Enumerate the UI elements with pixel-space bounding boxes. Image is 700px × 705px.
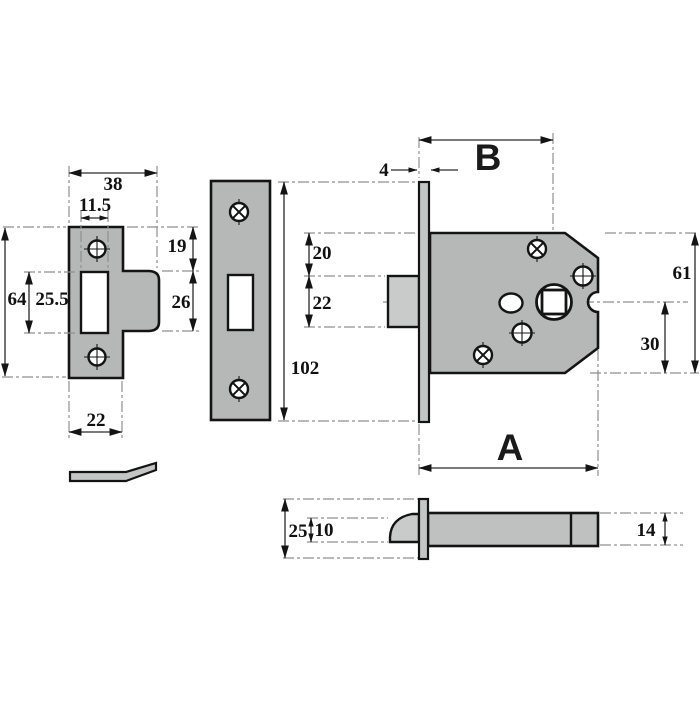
dim-label: 19	[168, 236, 187, 257]
screw-head-symbol	[228, 376, 250, 402]
dim-case-height: 61	[590, 232, 699, 374]
dim-strike-lip-offset: 19	[127, 226, 199, 272]
dim-label: 30	[641, 334, 660, 355]
dim-bolt-height: 22	[304, 275, 385, 328]
extension-line	[80, 211, 109, 270]
dim-case-depth: A	[418, 350, 599, 476]
dim-label: 64	[8, 289, 28, 310]
dim-strike-height: 64	[1, 226, 66, 378]
dim-strike-lip-height: 26	[162, 270, 199, 332]
extension-line	[24, 271, 78, 334]
dim-label: 25.5	[35, 289, 68, 310]
fixing-hole-symbol	[509, 320, 535, 346]
dim-spindle-to-bottom: 30	[641, 301, 669, 374]
extension-line	[278, 181, 419, 422]
extension-line	[2, 226, 66, 378]
faceplate-front-view: 102	[209, 179, 419, 422]
faceplate-cutout	[226, 273, 255, 332]
dim-label: 38	[104, 174, 123, 195]
lock-case-side	[426, 511, 600, 548]
strike-plate-slot	[79, 270, 110, 335]
dim-label: 22	[313, 293, 332, 314]
strike-plate-side-outline	[68, 461, 158, 483]
dim-backset: B	[418, 136, 554, 178]
dim-label: A	[497, 427, 524, 468]
dim-side-plate-height: 25	[281, 498, 308, 559]
dim-label: 14	[637, 520, 657, 541]
lock-case-plan-view: B 4 20 22 61 30 A	[304, 133, 699, 476]
screw-head-symbol	[228, 199, 250, 225]
fixing-hole-symbol	[570, 263, 596, 289]
strike-plate-outline	[67, 225, 161, 380]
latch-bolt-side-view: 25 10 14	[281, 497, 683, 561]
dim-label: 26	[172, 292, 191, 313]
extension-line	[283, 498, 683, 559]
spindle-square-hole	[540, 288, 568, 316]
extension-line	[590, 232, 699, 374]
strike-plate-front-view: 38 11.5 64 25.5 19 26	[1, 166, 199, 438]
dim-strike-bottom-width: 22	[68, 381, 123, 438]
dim-faceplate-height: 102	[278, 181, 419, 422]
screw-hole-symbol	[84, 344, 110, 370]
dim-label: 22	[87, 410, 106, 431]
strike-plate-side-view	[68, 461, 158, 483]
dim-label: 20	[313, 243, 332, 264]
dim-strike-width: 38	[68, 166, 158, 268]
dim-case-thickness: 14	[637, 512, 668, 546]
latch-bolt-head-side	[388, 512, 421, 544]
dim-top-to-bolt: 20	[304, 232, 417, 277]
dim-label: 102	[291, 358, 320, 379]
screw-head-symbol	[526, 236, 548, 262]
dim-label: 25	[289, 521, 308, 542]
dim-bolt-thickness: 10	[308, 517, 334, 543]
dim-strike-slot-width: 11.5	[79, 195, 111, 270]
dim-faceplate-thickness: 4	[379, 160, 458, 181]
dim-label: 10	[315, 520, 334, 541]
faceplate-side	[417, 497, 430, 561]
dim-label: B	[475, 137, 502, 178]
screw-head-symbol	[472, 342, 494, 368]
dim-label: 4	[379, 160, 389, 181]
oval-hole	[498, 292, 524, 314]
dim-label: 61	[673, 263, 692, 284]
screw-hole-symbol	[84, 236, 110, 262]
spindle-follower	[535, 283, 573, 321]
extension-line	[127, 226, 199, 272]
faceplate-edge-plan	[417, 180, 431, 424]
extension-line	[304, 232, 417, 277]
latch-bolt-plan	[386, 274, 421, 329]
dim-strike-slot-height: 25.5	[24, 271, 78, 334]
dim-label: 11.5	[79, 195, 111, 216]
